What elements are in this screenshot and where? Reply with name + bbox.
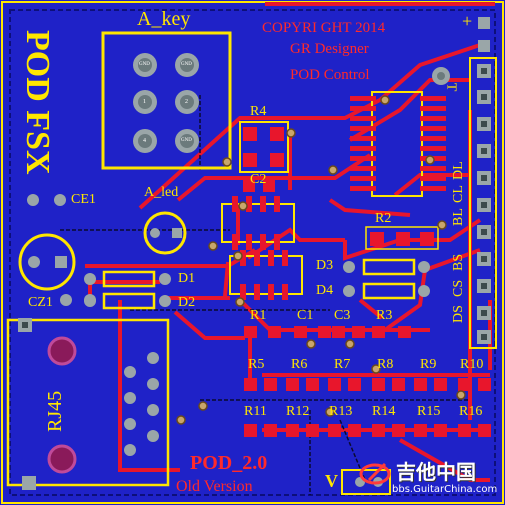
label-r13: R13 [329, 404, 353, 419]
label-r5: R5 [248, 357, 265, 372]
label-d2: D2 [178, 295, 196, 310]
label-r14: R14 [372, 404, 396, 419]
watermark-url: bbs.GuitarChina.com [392, 484, 498, 495]
copyright-line-1: COPYRI GHT 2014 [262, 20, 386, 36]
a-key-pads [133, 53, 199, 153]
pin-label-dl: DL [451, 161, 466, 180]
pin-label-ds: DS [451, 305, 466, 323]
label-r16: R16 [459, 404, 483, 419]
label-r15: R15 [417, 404, 441, 419]
label-r1: R1 [250, 308, 267, 323]
label-cz1: CZ1 [28, 295, 53, 310]
vias [176, 95, 466, 425]
cz1-outline [18, 233, 76, 291]
pad-mark-5: 4 [143, 138, 146, 144]
label-a-key: A_key [137, 8, 191, 30]
copyright-line-3: POD Control [290, 67, 370, 83]
header-pins [477, 64, 491, 344]
pad-mark-2: GND [181, 62, 192, 67]
pin-label-bl: BL [451, 208, 466, 226]
a-led-outline [143, 211, 187, 255]
pad-mark-1: GND [139, 62, 150, 67]
label-ce1: CE1 [71, 192, 96, 207]
rj45-outline [6, 318, 170, 487]
label-r3: R3 [376, 308, 393, 323]
label-a-led: A_led [144, 185, 179, 200]
mcu-outline [371, 91, 423, 197]
resistor-row-1-pads [244, 378, 491, 391]
pad-mark-3: 1 [143, 99, 146, 105]
label-r12: R12 [286, 404, 310, 419]
label-r10: R10 [460, 357, 484, 372]
header-outline [469, 57, 497, 349]
pin-label-cs: CS [451, 279, 466, 297]
label-r2: R2 [375, 211, 392, 226]
board-title: POD FSX [19, 30, 56, 175]
label-rj45: RJ45 [44, 390, 66, 432]
a-key-outline [101, 31, 232, 170]
footer-subtitle: Old Version [176, 478, 253, 495]
watermark-title: 吉他中国 [396, 460, 476, 484]
pad-mark-4: 2 [185, 99, 188, 105]
label-d1: D1 [178, 271, 196, 286]
label-c3: C3 [334, 308, 351, 323]
label-r8: R8 [377, 357, 394, 372]
resistor-row-2-pads [244, 424, 491, 437]
label-r11: R11 [244, 404, 267, 419]
label-r6: R6 [291, 357, 308, 372]
label-d4: D4 [316, 283, 334, 298]
label-r9: R9 [420, 357, 437, 372]
pad-mark-6: GND [181, 138, 192, 143]
label-v: V [325, 471, 338, 491]
diodes-d1-d2 [84, 270, 171, 310]
pin-label-bs: BS [451, 253, 466, 271]
label-r4: R4 [250, 104, 267, 119]
label-plus: + [462, 11, 473, 31]
pin-label-cl: CL [451, 185, 466, 203]
label-d3: D3 [316, 258, 334, 273]
label-c1: C1 [297, 308, 314, 323]
label-c2: C2 [250, 172, 267, 187]
mcu-pins [350, 96, 446, 191]
label-t: T [443, 82, 459, 92]
label-r7: R7 [334, 357, 351, 372]
copyright-line-2: GR Designer [290, 41, 369, 57]
footer-title: POD_2.0 [190, 452, 268, 474]
